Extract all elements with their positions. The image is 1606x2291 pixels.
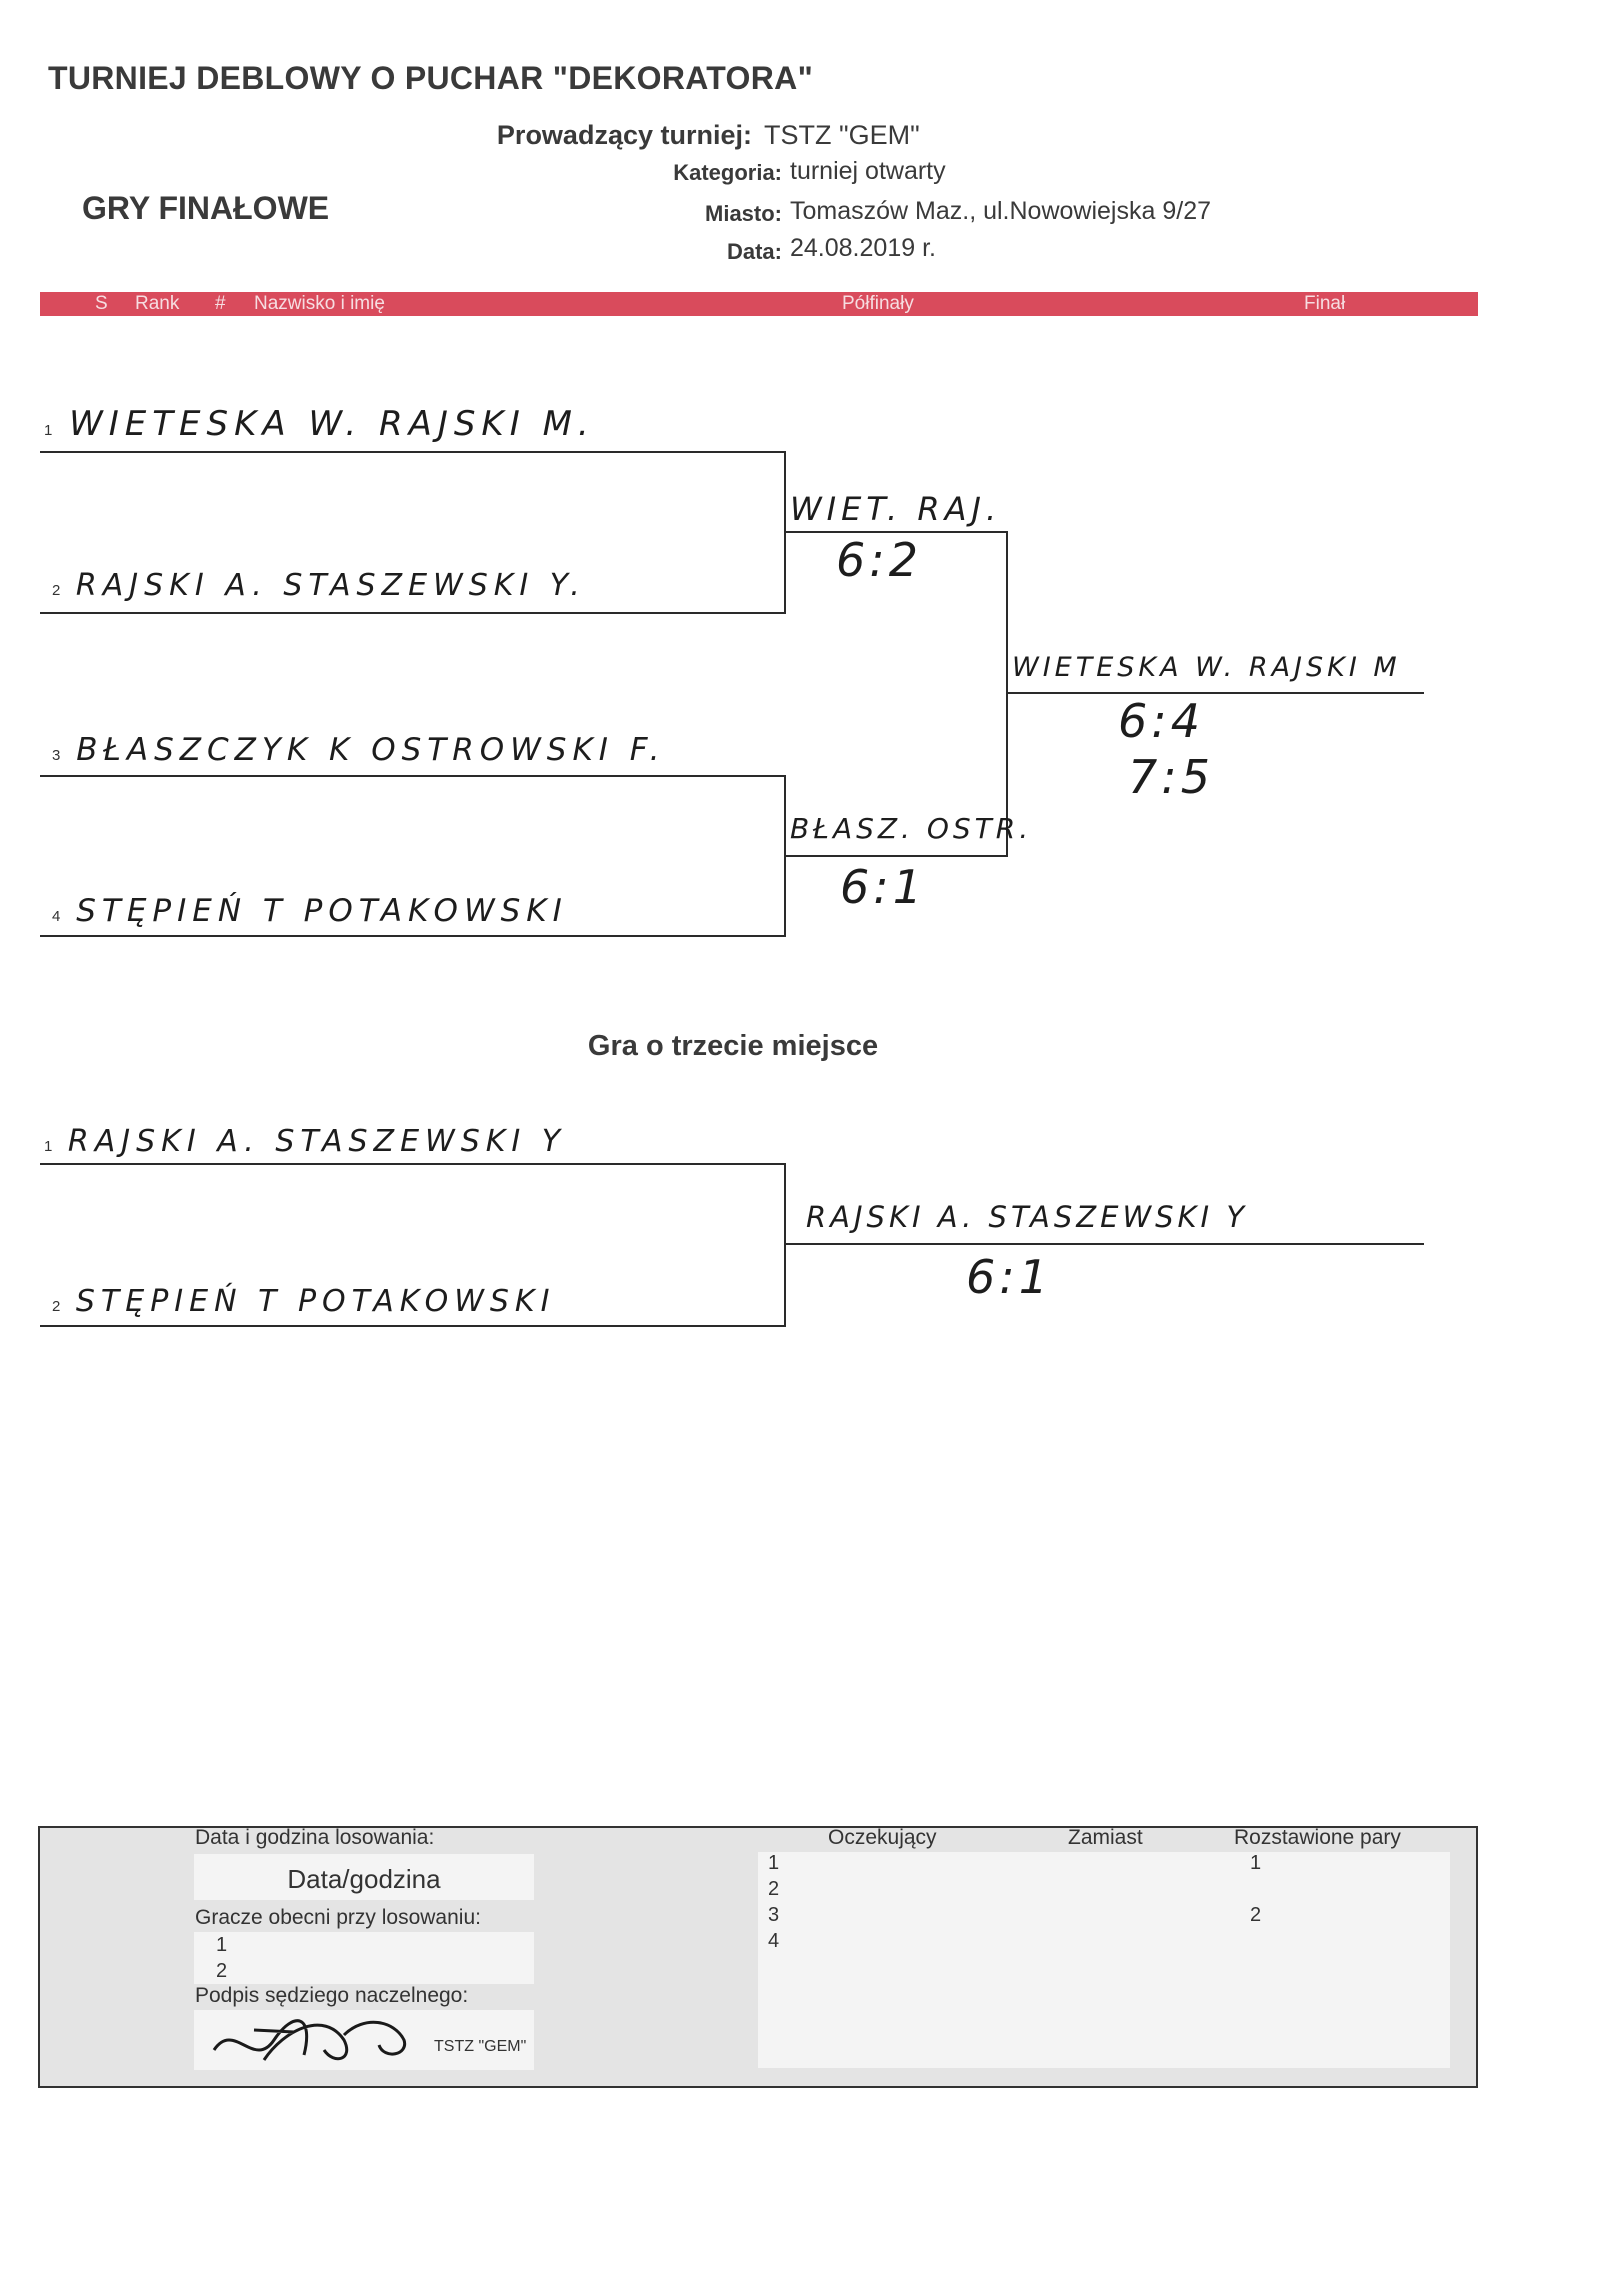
player-name: STĘPIEŃ T POTAKOWSKI [76,893,568,929]
organizer-label: Prowadzący turniej: [496,120,752,150]
category-label: Kategoria: [673,160,782,185]
player-4: 4 STĘPIEŃ T POTAKOWSKI [52,893,568,929]
instead-label: Zamiast [1068,1826,1143,1849]
seed-number: 2 [52,1298,61,1315]
waiting-item-4: 4 [768,1930,780,1952]
third-place-heading: Gra o trzecie miejsce [587,1030,879,1062]
stamp-text: TSTZ "GEM" [434,2038,527,2055]
col-s: S [95,293,108,314]
third-player-1: 1 RAJSKI A. STASZEWSKI Y [44,1124,566,1159]
bracket-line-p1 [40,451,786,453]
signature-box: TSTZ "GEM" [194,2010,534,2070]
bracket-line-semi2 [786,855,1008,857]
third-score: 6:1 [966,1250,1053,1304]
third-player-2: 2 STĘPIEŃ T POTAKOWSKI [52,1284,555,1319]
city-value: Tomaszów Maz., ul.Nowowiejska 9/27 [790,197,1211,225]
document-title: TURNIEJ DEBLOWY O PUCHAR "DEKORATORA" [48,60,814,96]
third-line-winner [786,1243,1424,1245]
bracket-line-p3 [40,775,786,777]
bracket-line-semi1 [786,531,1008,533]
player-2: 2 RAJSKI A. STASZEWSKI Y. [52,568,586,603]
player-name: RAJSKI A. STASZEWSKI Y. [75,568,586,603]
draw-info-panel: Data i godzina losowania: Data/godzina G… [38,1826,1478,2088]
player-name: STĘPIEŃ T POTAKOWSKI [75,1284,556,1319]
draw-datetime-label: Data i godzina losowania: [195,1826,435,1849]
bracket-line-p2 [40,612,786,614]
waiting-label: Oczekujący [828,1826,937,1849]
section-subtitle: GRY FINAŁOWE [82,190,330,226]
seeded-item-1: 1 [1250,1852,1262,1874]
player-3: 3 BŁASZCZYK K OSTROWSKI F. [52,732,666,768]
bracket-join-semi1 [784,451,786,614]
seed-number: 1 [44,422,53,439]
present-item-1: 1 [216,1934,228,1956]
player-name: BŁASZCZYK K OSTROWSKI F. [76,732,666,768]
category-value: turniej otwarty [790,157,946,185]
third-winner: RAJSKI A. STASZEWSKI Y [806,1200,1249,1234]
col-final: Finał [1304,293,1346,314]
draw-datetime-box: Data/godzina [194,1854,534,1900]
third-line-p2 [40,1325,786,1327]
organizer-value: TSTZ "GEM" [764,120,920,150]
draw-datetime-value: Data/godzina [287,1864,441,1894]
bracket-line-final [1008,692,1424,694]
present-item-2: 2 [216,1960,228,1982]
player-1: 1 WIETESKA W. RAJSKI M. [44,404,595,444]
semi2-winner: BŁASZ. OSTR. [790,812,1033,845]
player-name: WIETESKA W. RAJSKI M. [69,404,595,444]
final-winner: WIETESKA W. RAJSKI M [1012,652,1401,683]
waiting-box: 1 2 3 4 1 2 [758,1852,1450,2068]
signature-mark [212,2019,407,2061]
waiting-item-3: 3 [768,1904,780,1926]
present-players-label: Gracze obecni przy losowaniu: [195,1906,481,1929]
player-name: RAJSKI A. STASZEWSKI Y [67,1124,567,1159]
col-semis: Półfinały [842,293,914,314]
seed-number: 2 [52,582,61,599]
semi1-score: 6:2 [836,533,923,587]
date-value: 24.08.2019 r. [790,234,936,262]
col-hash: # [215,293,226,314]
third-join [784,1163,786,1327]
seeded-pairs-label: Rozstawione pary [1234,1826,1401,1849]
seed-number: 4 [52,908,61,925]
third-line-p1 [40,1163,786,1165]
col-rank: Rank [135,293,180,314]
seed-number: 3 [52,747,61,764]
semi1-winner: WIET. RAJ. [790,490,1002,528]
signature-label: Podpis sędziego naczelnego: [195,1984,469,2007]
seed-number: 1 [44,1138,53,1155]
seeded-item-2: 2 [1250,1904,1262,1926]
bracket-line-p4 [40,935,786,937]
final-score-set1: 6:4 [1118,694,1205,748]
bracket-join-final [1006,531,1008,857]
col-name: Nazwisko i imię [254,293,385,314]
city-label: Miasto: [705,201,782,226]
waiting-item-2: 2 [768,1878,780,1900]
column-header-bar: S Rank # Nazwisko i imię Półfinały Finał [40,292,1478,316]
semi2-score: 6:1 [840,860,927,914]
date-label: Data: [726,239,782,264]
waiting-item-1: 1 [768,1852,780,1874]
final-score-set2: 7:5 [1128,750,1215,804]
bracket-join-semi2 [784,775,786,937]
present-players-box: 1 2 [194,1932,534,1984]
